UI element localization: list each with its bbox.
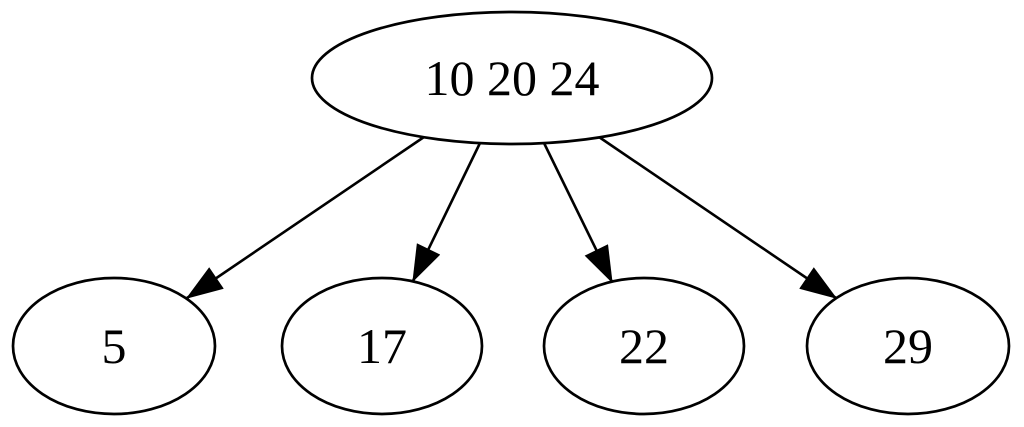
- node-label: 29: [883, 318, 933, 374]
- edge-root-to-child-3: [598, 135, 838, 300]
- node-ellipse: [11, 276, 217, 416]
- node-label: 5: [102, 318, 127, 374]
- edge-root-to-child-1: [411, 142, 482, 283]
- node-root: 10 20 24: [310, 10, 714, 146]
- node-ellipse: [310, 10, 714, 146]
- edge-group: [185, 135, 838, 300]
- node-child-2: 22: [542, 276, 746, 416]
- edge-root-to-child-0: [185, 135, 425, 300]
- node-child-0: 5: [11, 276, 217, 416]
- edge-root-to-child-2: [542, 142, 614, 284]
- node-label: 17: [357, 318, 407, 374]
- node-child-1: 17: [280, 276, 484, 416]
- node-ellipse: [805, 276, 1011, 416]
- node-ellipse: [542, 276, 746, 416]
- node-label: 22: [619, 318, 669, 374]
- node-label: 10 20 24: [425, 50, 600, 106]
- node-ellipse: [280, 276, 484, 416]
- node-child-3: 29: [805, 276, 1011, 416]
